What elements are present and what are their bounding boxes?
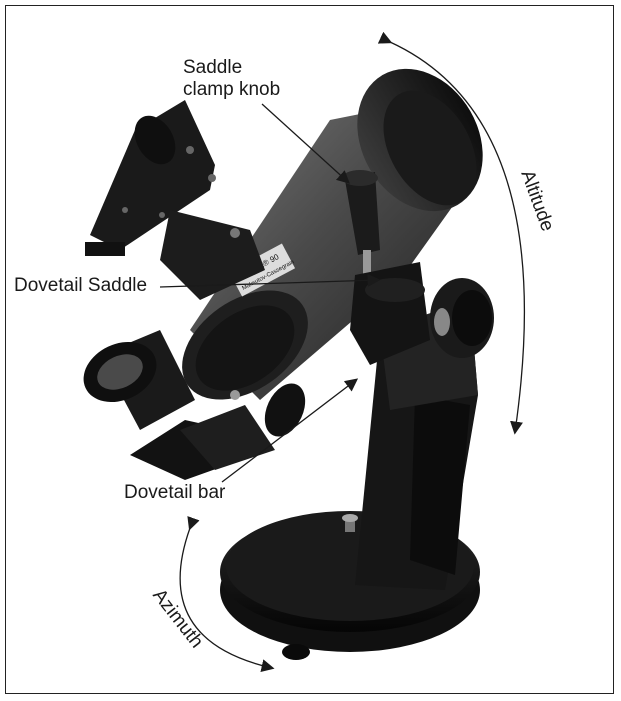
saddle-clamp-knob-label-line1: Saddle — [183, 57, 243, 78]
saddle-clamp-knob-leader — [261, 103, 350, 184]
saddle-clamp-knob — [342, 170, 380, 280]
altitude-arrow — [377, 31, 525, 435]
dovetail-saddle-leader — [159, 273, 381, 288]
eyepiece — [83, 330, 195, 430]
azimuth-arrow — [179, 516, 275, 673]
finder-scope — [85, 100, 265, 300]
focus-knob — [264, 383, 306, 437]
altitude-tension-knob — [430, 278, 494, 358]
dovetail-bar-leader — [221, 378, 359, 483]
dovetail-bar-label: Dovetail bar — [124, 482, 226, 503]
star-diagonal — [130, 390, 275, 480]
saddle-clamp-knob-label: Saddle clamp knob — [183, 57, 280, 101]
dovetail-saddle-label: Dovetail Saddle — [14, 275, 148, 296]
saddle-clamp-knob-label-line2: clamp knob — [183, 79, 281, 100]
